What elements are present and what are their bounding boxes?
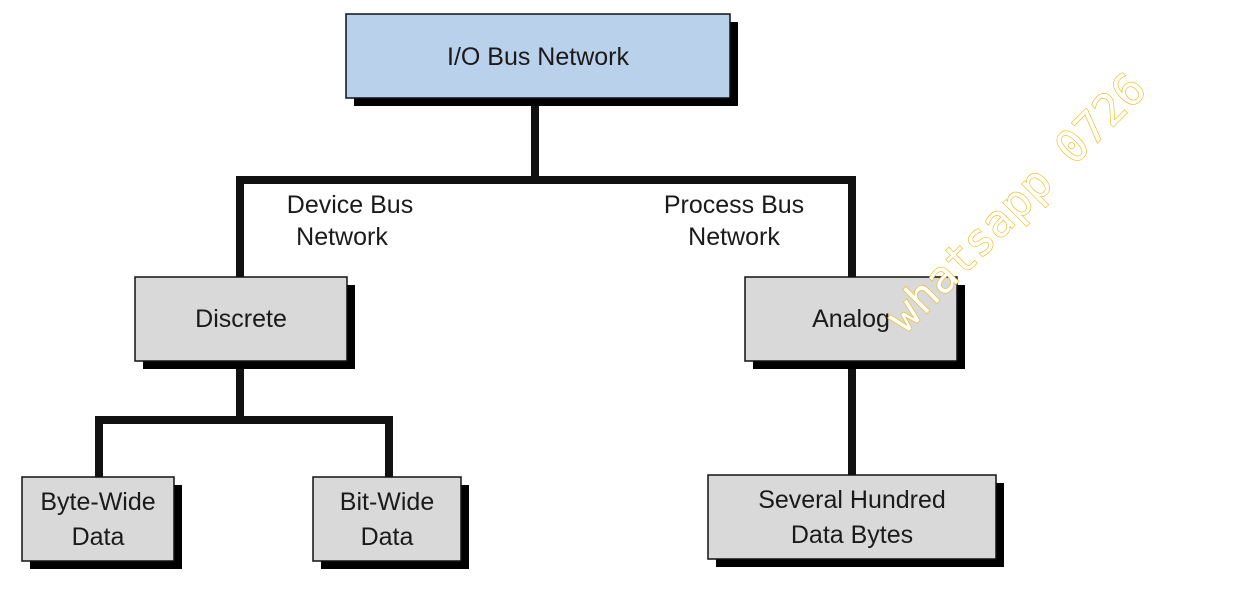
node-io-bus-network: I/O Bus Network <box>345 13 738 106</box>
node-label: Analog <box>812 305 890 333</box>
node-discrete: Discrete <box>134 276 355 369</box>
node-box <box>707 474 997 560</box>
node-label: I/O Bus Network <box>447 43 629 71</box>
node-several-hundred-data-bytes: Several Hundred Data Bytes <box>707 474 1004 567</box>
process-bus-label-line1: Process Bus <box>664 191 804 219</box>
node-label: Discrete <box>195 305 287 333</box>
node-box <box>21 476 175 562</box>
node-label-line2: Data <box>361 523 414 551</box>
connector-lines <box>95 96 856 482</box>
node-byte-wide-data: Byte-Wide Data <box>21 476 182 569</box>
node-box <box>134 276 348 362</box>
device-bus-label-line1: Device Bus <box>287 191 413 219</box>
watermark: whatsapp 0726 <box>877 63 1157 343</box>
node-label-line2: Data Bytes <box>791 521 913 549</box>
node-label-line1: Several Hundred <box>758 486 946 514</box>
node-label-line1: Bit-Wide <box>340 488 434 516</box>
node-label-line2: Data <box>72 523 125 551</box>
node-analog: Analog <box>744 276 965 369</box>
node-box <box>345 13 731 99</box>
node-bit-wide-data: Bit-Wide Data <box>312 476 469 569</box>
node-label-line1: Byte-Wide <box>40 488 155 516</box>
device-bus-label-line2: Network <box>296 223 388 251</box>
process-bus-label-line2: Network <box>688 223 780 251</box>
node-box <box>312 476 462 562</box>
node-box <box>744 276 958 362</box>
